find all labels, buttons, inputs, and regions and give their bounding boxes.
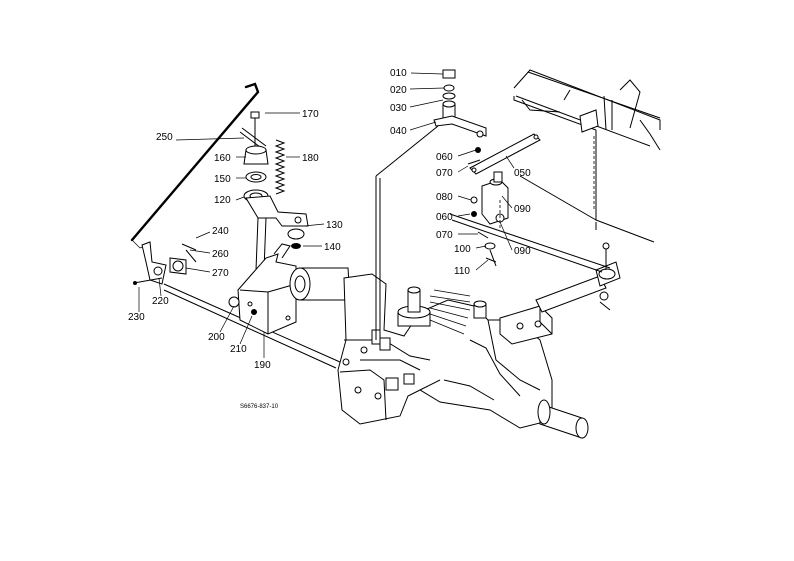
part-070-lower: 070 (436, 230, 453, 241)
part-010: 040 (390, 126, 407, 137)
part-030: 020 (390, 85, 407, 96)
part-090-lower: 090 (514, 246, 531, 257)
part-160: 160 (214, 153, 231, 164)
right-tie-rod (449, 213, 621, 313)
part-040: 010 (390, 68, 407, 79)
frame (513, 69, 661, 243)
vertical-rod (375, 125, 439, 340)
control-rod (130, 82, 260, 249)
part-250: 250 (156, 132, 173, 143)
part-050: 050 (514, 168, 531, 179)
part-150: 150 (214, 174, 231, 185)
part-140: 140 (324, 242, 341, 253)
part-060-lower: 060 (436, 212, 453, 223)
upper-linkage (433, 69, 541, 267)
part-labels: 010 020 030 040 050 060 060 070 070 080 … (128, 68, 531, 410)
part-060-upper: 060 (436, 152, 453, 163)
leader-lines (138, 72, 515, 358)
part-020: 030 (390, 103, 407, 114)
part-080: 080 (436, 192, 453, 203)
part-170: 170 (302, 109, 319, 120)
part-130: 130 (326, 220, 343, 231)
part-190: 190 (254, 360, 271, 371)
part-260: 260 (212, 249, 229, 260)
part-240: 240 (212, 226, 229, 237)
part-270: 270 (212, 268, 229, 279)
left-bracket (133, 241, 197, 285)
part-090-upper: 090 (514, 204, 531, 215)
transmission-housing (289, 267, 589, 439)
part-120: 120 (214, 195, 231, 206)
part-100: 100 (454, 244, 471, 255)
part-210: 210 (230, 344, 247, 355)
part-180: 180 (302, 153, 319, 164)
part-220: 220 (152, 296, 169, 307)
part-110: 110 (454, 266, 470, 277)
drawing-code: S6676-837-10 (240, 404, 279, 410)
pedal-assembly (228, 111, 309, 335)
part-200: 200 (208, 332, 225, 343)
part-070-upper: 070 (436, 168, 453, 179)
part-230: 230 (128, 312, 145, 323)
